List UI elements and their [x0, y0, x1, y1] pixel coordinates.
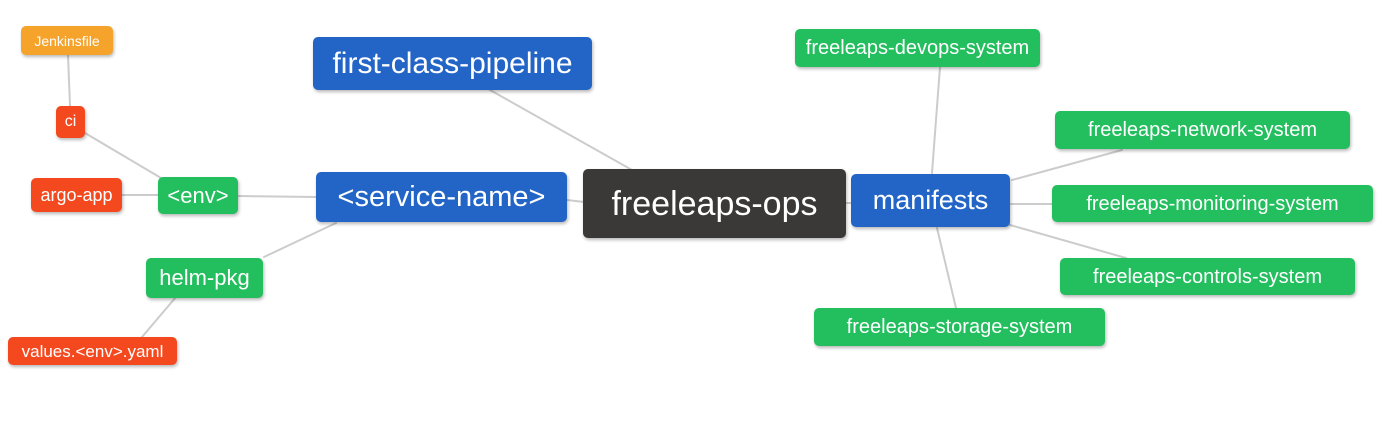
node-ci[interactable]: ci — [56, 106, 85, 138]
node-jenkinsfile[interactable]: Jenkinsfile — [21, 26, 113, 55]
edge-first-class-pipeline-to-freeleaps-ops — [489, 89, 633, 171]
edge-manifests-to-freeleaps-controls-system — [1009, 224, 1127, 259]
node-freeleaps-network-system[interactable]: freeleaps-network-system — [1055, 111, 1350, 149]
edge-ci-to-env — [84, 132, 162, 179]
node-helm-pkg[interactable]: helm-pkg — [146, 258, 263, 298]
node-freeleaps-ops[interactable]: freeleaps-ops — [583, 169, 846, 238]
node-freeleaps-storage-system[interactable]: freeleaps-storage-system — [814, 308, 1105, 346]
node-values-env-yaml[interactable]: values.<env>.yaml — [8, 337, 177, 365]
node-first-class-pipeline[interactable]: first-class-pipeline — [313, 37, 592, 90]
node-env[interactable]: <env> — [158, 177, 238, 214]
edge-jenkinsfile-to-ci — [67, 54, 71, 107]
node-freeleaps-devops-system[interactable]: freeleaps-devops-system — [795, 29, 1040, 67]
node-freeleaps-monitoring-system[interactable]: freeleaps-monitoring-system — [1052, 185, 1373, 222]
edge-helm-pkg-to-values-env-yaml — [141, 296, 177, 338]
node-manifests[interactable]: manifests — [851, 174, 1010, 227]
node-freeleaps-controls-system[interactable]: freeleaps-controls-system — [1060, 258, 1355, 295]
edge-manifests-to-freeleaps-storage-system — [936, 227, 957, 309]
edge-manifests-to-freeleaps-network-system — [1011, 149, 1123, 181]
edge-service-name-to-helm-pkg — [263, 222, 337, 258]
node-service-name[interactable]: <service-name> — [316, 172, 567, 222]
edge-env-to-service-name — [237, 195, 317, 198]
edge-service-name-to-freeleaps-ops — [566, 199, 585, 203]
node-argo-app[interactable]: argo-app — [31, 178, 122, 212]
edge-manifests-to-freeleaps-devops-system — [931, 66, 941, 174]
